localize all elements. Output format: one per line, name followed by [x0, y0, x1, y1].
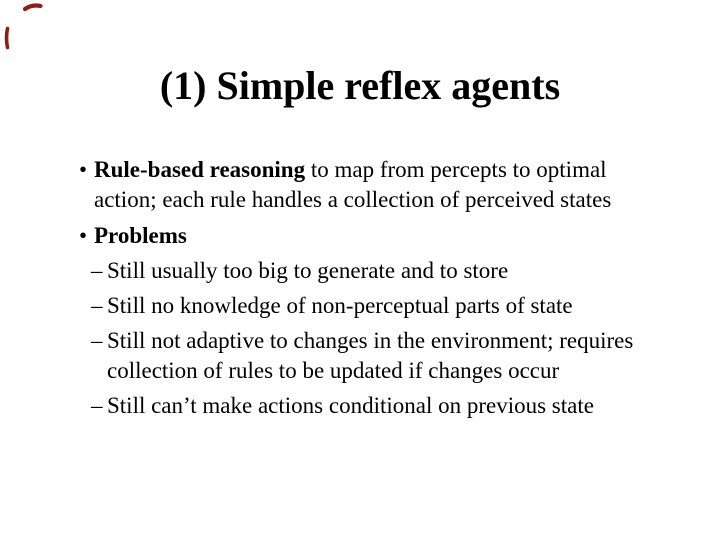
bullet-regular-text: to map from percepts to optimal: [305, 157, 607, 182]
sub-bullet-text-line: Still can’t make actions conditional on …: [107, 393, 594, 418]
dash-marker: –: [91, 293, 103, 318]
slide-title: (1) Simple reflex agents: [159, 63, 561, 108]
sub-bullet-item-no-knowledge: – Still no knowledge of non-perceptual p…: [0, 291, 720, 321]
pen-stroke-left-icon: [4, 26, 10, 50]
bullet-text-line: Rule-based reasoning to map from percept…: [94, 155, 720, 185]
bullet-item-rule-based: • Rule-based reasoning to map from perce…: [0, 155, 720, 215]
pen-stroke-top-icon: [22, 3, 43, 12]
sub-bullet-text-line: Still not adaptive to changes in the env…: [107, 328, 634, 353]
bullet-list: • Rule-based reasoning to map from perce…: [0, 155, 720, 421]
bullet-marker: •: [79, 223, 88, 248]
pen-marks-icon: [4, 3, 43, 50]
sub-bullet-item-not-adaptive: – Still not adaptive to changes in the e…: [0, 326, 720, 386]
sub-bullet-text-line: Still no knowledge of non-perceptual par…: [107, 293, 573, 318]
sub-bullet-item-too-big: – Still usually too big to generate and …: [0, 256, 720, 286]
dash-marker: –: [91, 328, 103, 353]
dash-marker: –: [91, 393, 103, 418]
sub-bullet-item-not-conditional: – Still can’t make actions conditional o…: [0, 391, 720, 421]
bullet-text-line: action; each rule handles a collection o…: [94, 187, 612, 212]
bullet-bold-text: Problems: [94, 223, 187, 248]
sub-bullet-text-line: Still usually too big to generate and to…: [107, 258, 509, 283]
bullet-bold-text: Rule-based reasoning: [94, 157, 306, 182]
bullet-marker: •: [79, 157, 88, 182]
sub-bullet-text-line: collection of rules to be updated if cha…: [107, 358, 560, 383]
dash-marker: –: [91, 258, 103, 283]
bullet-item-problems: • Problems: [0, 221, 720, 251]
